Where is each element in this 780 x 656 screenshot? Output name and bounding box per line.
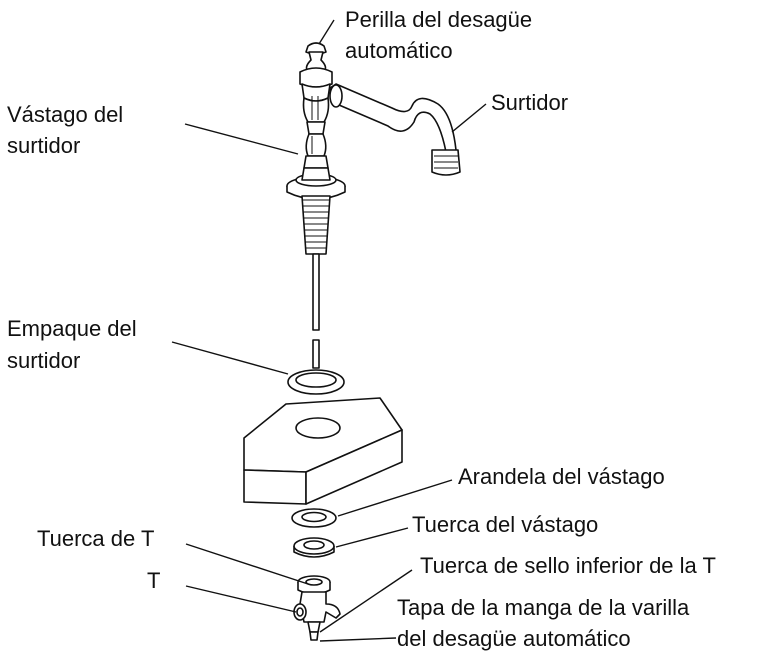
shank-nut xyxy=(293,537,335,558)
label-shank-nut: Tuerca del vástago xyxy=(412,512,598,537)
leader-lines xyxy=(171,19,487,642)
drain-knob xyxy=(305,42,327,71)
label-spout-shank-line1: Vástago del xyxy=(7,102,123,127)
leader-tee xyxy=(185,585,297,613)
tee-assembly xyxy=(293,575,341,641)
leader-tee-seal-nut xyxy=(319,569,413,633)
leader-rod-cap xyxy=(319,637,397,642)
label-drain-knob-line2: automático xyxy=(345,38,453,63)
leader-shank-washer xyxy=(337,479,453,517)
label-spout-gasket-line1: Empaque del xyxy=(7,316,137,341)
spout xyxy=(329,83,461,176)
leader-tee-nut xyxy=(185,543,309,585)
label-tee: T xyxy=(147,568,160,593)
spout-shank xyxy=(286,67,346,369)
labels: Perilla del desagüe automático Vástago d… xyxy=(7,7,716,651)
label-drain-knob-line1: Perilla del desagüe xyxy=(345,7,532,32)
sink-deck xyxy=(243,397,403,505)
leader-spout xyxy=(451,103,487,133)
label-spout-gasket-line2: surtidor xyxy=(7,348,80,373)
spout-gasket xyxy=(287,369,345,395)
shank-washer xyxy=(291,508,337,528)
label-spout-shank-line2: surtidor xyxy=(7,133,80,158)
leader-drain-knob xyxy=(318,19,335,45)
leader-spout-gasket xyxy=(171,341,289,375)
leader-spout-shank xyxy=(184,123,299,155)
label-spout: Surtidor xyxy=(491,90,568,115)
label-rod-cap-line1: Tapa de la manga de la varilla xyxy=(397,595,690,620)
leader-shank-nut xyxy=(335,527,409,548)
label-tee-seal-nut: Tuerca de sello inferior de la T xyxy=(420,553,716,578)
label-rod-cap-line2: del desagüe automático xyxy=(397,626,631,651)
label-tee-nut: Tuerca de T xyxy=(37,526,154,551)
label-shank-washer: Arandela del vástago xyxy=(458,464,665,489)
